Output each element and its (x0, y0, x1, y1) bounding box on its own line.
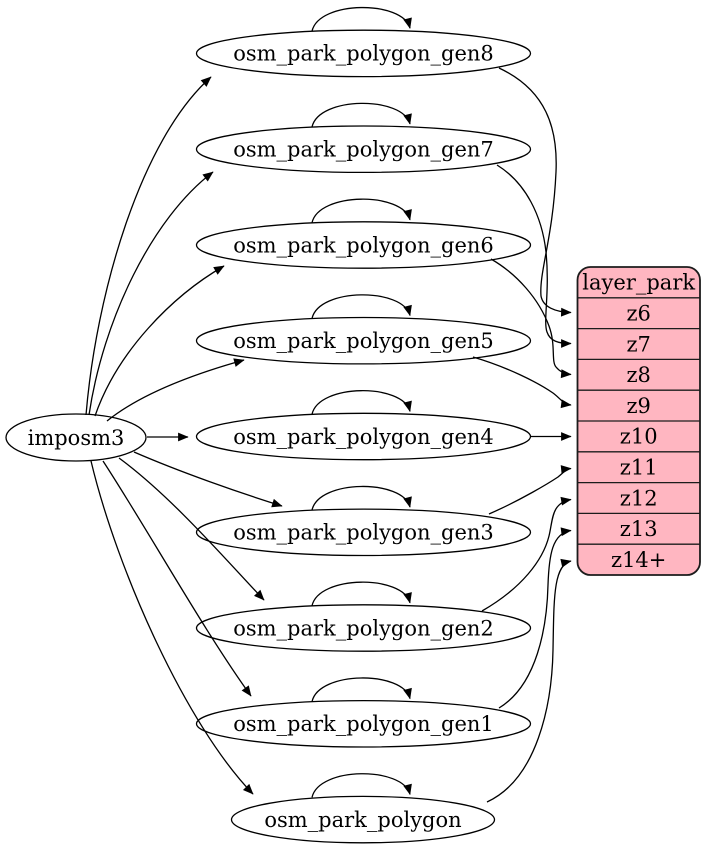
edge-gen2-z12 (481, 496, 572, 612)
imposm3-edges (85, 76, 283, 795)
node-osm-park-polygon-gen8: osm_park_polygon_gen8 (195, 29, 532, 78)
edge-imposm3-gen2 (118, 457, 265, 601)
gen4-ellipse (195, 412, 532, 461)
gen6-label: osm_park_polygon_gen6 (233, 233, 494, 257)
node-imposm3: imposm3 (5, 413, 147, 462)
row-z9: z9 (626, 394, 650, 418)
self-loop-gen3 (311, 485, 412, 511)
layer-park-title: layer_park (582, 271, 695, 295)
edge-gen1-z13 (498, 527, 572, 709)
edge-gen6-z8 (490, 258, 572, 379)
polygon-label: osm_park_polygon (264, 808, 461, 832)
self-loop-polygon (311, 773, 412, 798)
self-loop-gen8 (311, 6, 412, 32)
imposm3-label: imposm3 (28, 426, 125, 450)
gen2-ellipse (195, 604, 532, 652)
edge-imposm3-gen8 (85, 76, 212, 416)
gen1-label: osm_park_polygon_gen1 (233, 712, 494, 736)
gen3-label: osm_park_polygon_gen3 (233, 521, 494, 545)
node-osm-park-polygon-gen5: osm_park_polygon_gen5 (195, 316, 532, 365)
node-osm-park-polygon-gen6: osm_park_polygon_gen6 (195, 221, 532, 269)
self-loop-gen4 (311, 390, 412, 415)
node-osm-park-polygon-gen7: osm_park_polygon_gen7 (195, 125, 532, 174)
row-z13: z13 (620, 517, 658, 541)
imposm3-ellipse (5, 413, 147, 462)
edge-gen5-z9 (472, 356, 572, 409)
node-osm-park-polygon-gen3: osm_park_polygon_gen3 (195, 508, 532, 557)
layer-park-edges (472, 67, 572, 803)
row-z7: z7 (626, 332, 650, 356)
row-z6: z6 (626, 302, 650, 326)
gen3-ellipse (195, 508, 532, 557)
gen8-ellipse (195, 29, 532, 78)
edge-gen8-z6 (498, 67, 572, 317)
gen8-label: osm_park_polygon_gen8 (233, 42, 494, 66)
edge-imposm3-gen7 (88, 171, 214, 416)
polygon-ellipse (230, 795, 496, 844)
self-loop-gen2 (311, 581, 412, 606)
row-z14plus: z14+ (611, 548, 666, 572)
node-layer-park: layer_park z6 z7 z8 z9 z10 z11 z12 z13 z… (576, 266, 701, 576)
edge-gen3-z11 (488, 465, 572, 515)
self-loop-gen7 (311, 102, 412, 128)
self-loop-edges (311, 6, 412, 798)
gen6-ellipse (195, 221, 532, 269)
edge-imposm3-polygon (90, 460, 254, 795)
edge-polygon-z14 (486, 558, 572, 803)
gen5-label: osm_park_polygon_gen5 (233, 329, 494, 353)
row-z11: z11 (620, 456, 658, 480)
self-loop-gen6 (311, 198, 412, 223)
gen2-label: osm_park_polygon_gen2 (233, 616, 494, 640)
self-loop-gen1 (311, 677, 412, 702)
node-osm-park-polygon-gen4: osm_park_polygon_gen4 (195, 412, 532, 461)
gen7-label: osm_park_polygon_gen7 (233, 138, 494, 162)
gen5-ellipse (195, 316, 532, 365)
edge-imposm3-gen1 (102, 460, 252, 697)
gen7-ellipse (195, 125, 532, 174)
row-z12: z12 (620, 486, 658, 510)
edge-imposm3-gen5 (106, 358, 245, 422)
edge-gen7-z7 (496, 164, 572, 348)
node-osm-park-polygon-gen1: osm_park_polygon_gen1 (195, 699, 532, 748)
row-z8: z8 (626, 363, 650, 387)
node-osm-park-polygon: osm_park_polygon (230, 795, 496, 844)
edge-imposm3-gen6 (94, 265, 225, 417)
edge-imposm3-gen3 (133, 451, 283, 508)
row-z10: z10 (620, 425, 658, 449)
node-osm-park-polygon-gen2: osm_park_polygon_gen2 (195, 604, 532, 652)
gen4-label: osm_park_polygon_gen4 (233, 425, 494, 449)
self-loop-gen5 (311, 294, 412, 319)
gen1-ellipse (195, 699, 532, 748)
